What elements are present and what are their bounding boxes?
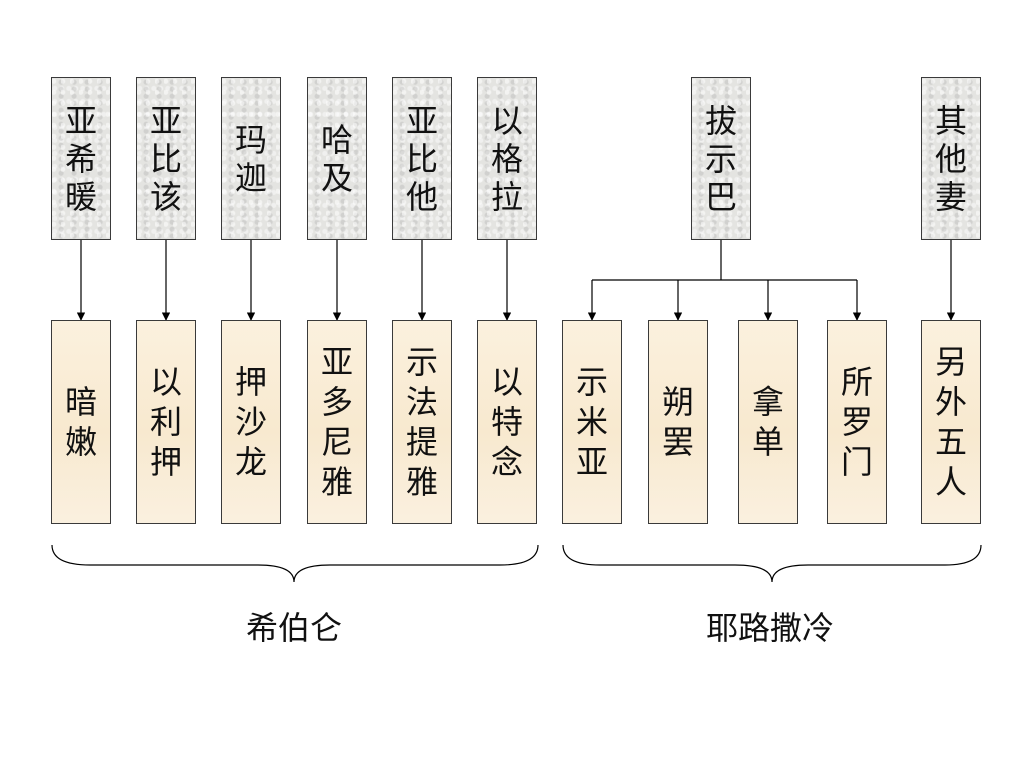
mother-name: 亚 比 该 bbox=[150, 102, 182, 216]
char: 以 bbox=[490, 363, 523, 401]
char: 示 bbox=[704, 139, 737, 178]
char: 哈 bbox=[320, 120, 353, 159]
son-box-five-others: 另 外 五 人 bbox=[921, 320, 981, 524]
mother-box-eglah: 以 格 拉 bbox=[477, 77, 537, 240]
char: 他 bbox=[934, 139, 967, 178]
son-name: 押 沙 龙 bbox=[235, 362, 267, 482]
char: 其 bbox=[934, 101, 967, 140]
char: 以 bbox=[490, 101, 523, 140]
char: 罗 bbox=[840, 403, 873, 441]
son-box-amnon: 暗 嫩 bbox=[51, 320, 111, 524]
mother-box-maacah: 玛 迦 bbox=[221, 77, 281, 240]
char: 门 bbox=[840, 443, 873, 481]
char: 罢 bbox=[661, 423, 694, 461]
char: 押 bbox=[149, 443, 182, 481]
son-name: 另 外 五 人 bbox=[935, 342, 967, 502]
char: 所 bbox=[840, 363, 873, 401]
char: 尼 bbox=[320, 423, 353, 461]
char: 亚 bbox=[320, 343, 353, 381]
group-label-jerusalem: 耶路撒冷 bbox=[706, 609, 835, 647]
mother-box-ahinoam: 亚 希 暖 bbox=[51, 77, 111, 240]
char: 希 bbox=[64, 139, 97, 178]
char: 另 bbox=[934, 343, 967, 381]
char: 迦 bbox=[234, 158, 267, 197]
char: 龙 bbox=[234, 443, 267, 481]
son-name: 暗 嫩 bbox=[65, 382, 97, 462]
char: 外 bbox=[934, 383, 967, 421]
son-name: 示 法 提 雅 bbox=[406, 342, 438, 502]
char: 及 bbox=[320, 158, 353, 197]
char: 米 bbox=[575, 403, 608, 441]
mother-box-bathsheba: 拔 示 巴 bbox=[691, 77, 751, 240]
son-name: 亚 多 尼 雅 bbox=[321, 342, 353, 502]
char: 亚 bbox=[405, 101, 438, 140]
char: 朔 bbox=[661, 383, 694, 421]
mother-name: 拔 示 巴 bbox=[705, 102, 737, 216]
char: 亚 bbox=[149, 101, 182, 140]
char: 以 bbox=[149, 363, 182, 401]
char: 雅 bbox=[320, 463, 353, 501]
char: 亚 bbox=[575, 443, 608, 481]
char: 亚 bbox=[64, 101, 97, 140]
char: 妻 bbox=[934, 177, 967, 216]
char: 拿 bbox=[751, 383, 784, 421]
son-box-nathan: 拿 单 bbox=[738, 320, 798, 524]
char: 暖 bbox=[64, 177, 97, 216]
son-name: 朔 罢 bbox=[662, 382, 694, 462]
son-box-shephatiah: 示 法 提 雅 bbox=[392, 320, 452, 524]
char: 玛 bbox=[234, 120, 267, 159]
son-box-adonijah: 亚 多 尼 雅 bbox=[307, 320, 367, 524]
char: 暗 bbox=[64, 383, 97, 421]
mother-name: 玛 迦 bbox=[235, 121, 267, 197]
char: 念 bbox=[490, 443, 523, 481]
char: 比 bbox=[149, 139, 182, 178]
mother-box-other-wives: 其 他 妻 bbox=[921, 77, 981, 240]
char: 拉 bbox=[490, 177, 523, 216]
mother-name: 亚 比 他 bbox=[406, 102, 438, 216]
char: 人 bbox=[934, 463, 967, 501]
mother-name: 哈 及 bbox=[321, 121, 353, 197]
mother-box-haggith: 哈 及 bbox=[307, 77, 367, 240]
mother-box-abigail: 亚 比 该 bbox=[136, 77, 196, 240]
son-box-shimea: 示 米 亚 bbox=[562, 320, 622, 524]
char: 巴 bbox=[704, 177, 737, 216]
son-box-solomon: 所 罗 门 bbox=[827, 320, 887, 524]
char: 拔 bbox=[704, 101, 737, 140]
son-box-ithream: 以 特 念 bbox=[477, 320, 537, 524]
char: 五 bbox=[934, 423, 967, 461]
char: 该 bbox=[149, 177, 182, 216]
mother-name: 亚 希 暖 bbox=[65, 102, 97, 216]
char: 比 bbox=[405, 139, 438, 178]
son-name: 拿 单 bbox=[752, 382, 784, 462]
char: 特 bbox=[490, 403, 523, 441]
char: 法 bbox=[405, 383, 438, 421]
mother-box-abital: 亚 比 他 bbox=[392, 77, 452, 240]
char: 利 bbox=[149, 403, 182, 441]
mother-name: 以 格 拉 bbox=[491, 102, 523, 216]
son-name: 以 利 押 bbox=[150, 362, 182, 482]
char: 示 bbox=[575, 363, 608, 401]
brace-hebron bbox=[51, 544, 539, 583]
son-box-eliab: 以 利 押 bbox=[136, 320, 196, 524]
son-name: 示 米 亚 bbox=[576, 362, 608, 482]
char: 单 bbox=[751, 423, 784, 461]
son-name: 以 特 念 bbox=[491, 362, 523, 482]
char: 格 bbox=[490, 139, 523, 178]
char: 他 bbox=[405, 177, 438, 216]
son-box-absalom: 押 沙 龙 bbox=[221, 320, 281, 524]
char: 雅 bbox=[405, 463, 438, 501]
char: 嫩 bbox=[64, 423, 97, 461]
char: 提 bbox=[405, 423, 438, 461]
char: 多 bbox=[320, 383, 353, 421]
son-box-shobab: 朔 罢 bbox=[648, 320, 708, 524]
group-label-hebron: 希伯仑 bbox=[246, 609, 343, 647]
char: 沙 bbox=[234, 403, 267, 441]
mother-name: 其 他 妻 bbox=[935, 102, 967, 216]
char: 押 bbox=[234, 363, 267, 401]
brace-jerusalem bbox=[562, 544, 982, 583]
char: 示 bbox=[405, 343, 438, 381]
son-name: 所 罗 门 bbox=[841, 362, 873, 482]
